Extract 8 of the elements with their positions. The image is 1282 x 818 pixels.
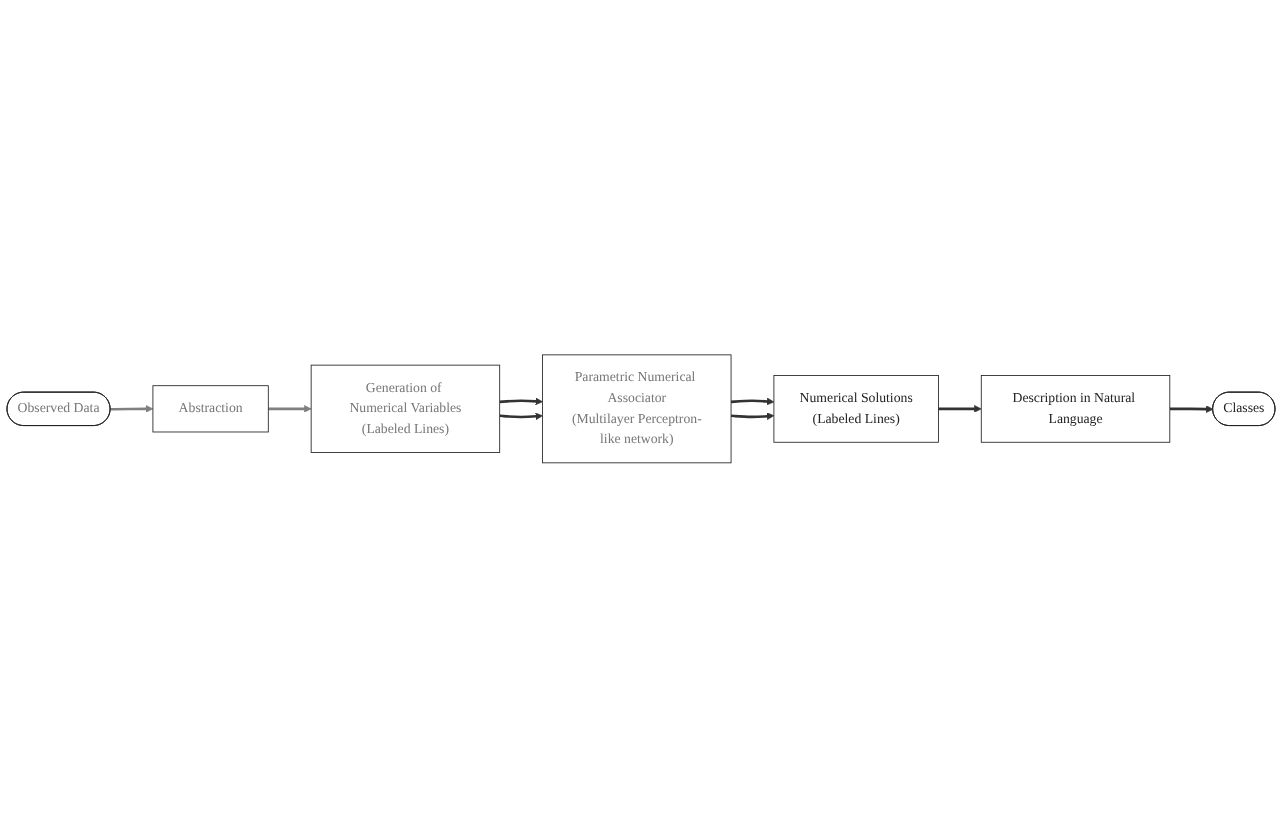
arrow: [730, 397, 775, 406]
arrow: [268, 405, 312, 413]
arrow: [499, 397, 543, 406]
arrow: [1169, 405, 1214, 414]
arrow: [110, 405, 154, 413]
arrow: [730, 412, 775, 421]
arrow: [499, 412, 543, 421]
arrow: [938, 405, 982, 413]
